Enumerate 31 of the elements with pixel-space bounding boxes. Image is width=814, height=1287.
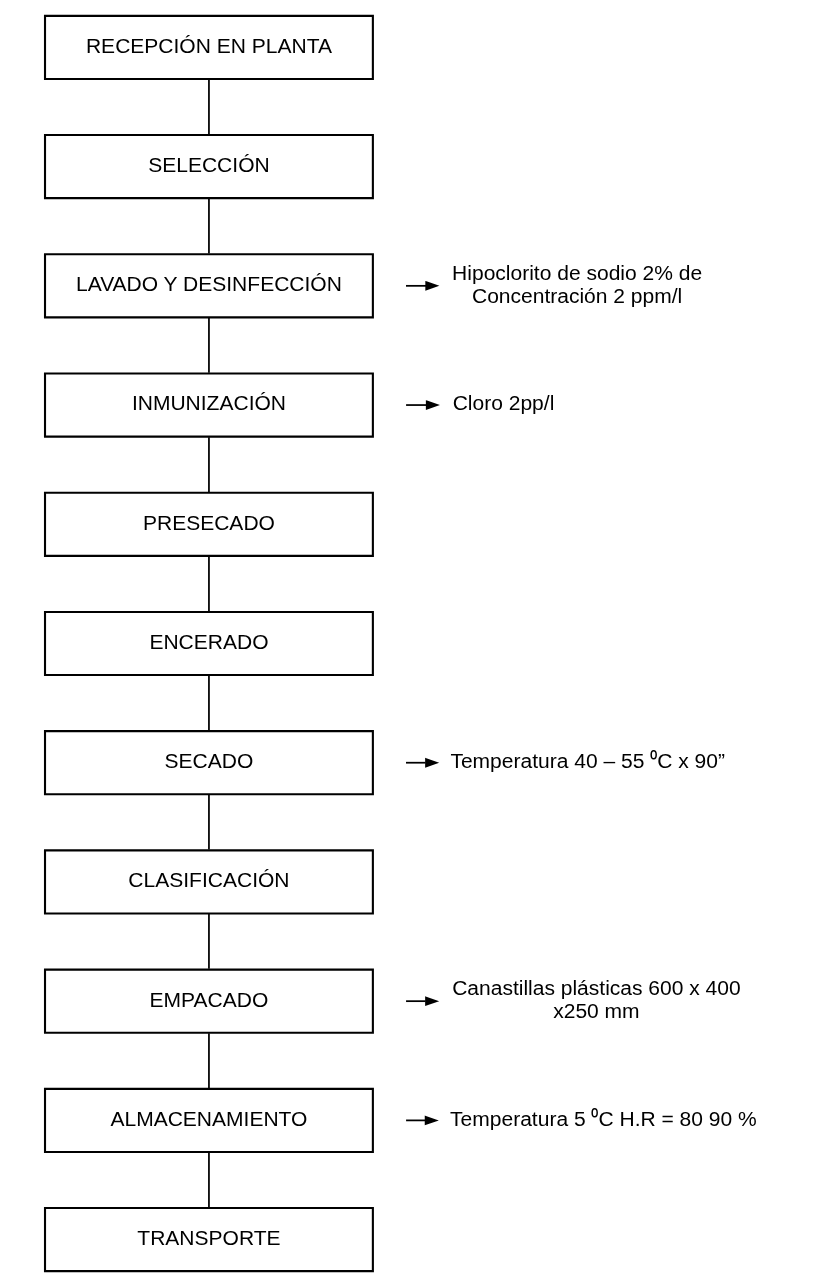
connector: [207, 1032, 210, 1089]
connector: [207, 913, 210, 970]
node-box: LAVADO Y DESINFECCIÓN: [43, 253, 374, 319]
node-box: SELECCIÓN: [43, 134, 374, 200]
node-box: PRESECADO: [43, 491, 374, 557]
node-box: INMUNIZACIÓN: [43, 372, 374, 438]
node-text: Temperatura 5 ⁰C H.R = 80 90 %: [449, 1106, 757, 1130]
node-box: CLASIFICACIÓN: [43, 849, 374, 915]
connector: [207, 436, 210, 493]
node-text: Canastillas plásticas 600 x 400 x250 mm: [451, 976, 741, 1022]
node-box: ENCERADO: [43, 610, 374, 677]
connector: [207, 555, 210, 613]
arrow: [404, 1115, 439, 1126]
arrow: [404, 996, 439, 1007]
connector: [207, 1151, 210, 1209]
node-box: RECEPCIÓN EN PLANTA: [43, 14, 374, 80]
connector: [207, 78, 210, 136]
connector: [207, 197, 210, 255]
connector: [207, 794, 210, 851]
node-box: SECADO: [43, 730, 374, 796]
node-text: Cloro 2pp/l: [452, 391, 554, 415]
node-text: Temperatura 40 – 55 ⁰C x 90”: [449, 749, 725, 773]
connector: [207, 674, 210, 732]
arrow: [404, 400, 440, 410]
node-box: TRANSPORTE: [43, 1207, 374, 1273]
node-box: EMPACADO: [43, 968, 374, 1034]
connector: [207, 317, 210, 374]
node-text: Hipoclorito de sodio 2% de Concentración 2 ppm/l: [451, 260, 702, 307]
arrow: [404, 757, 439, 768]
arrow: [404, 280, 439, 291]
node-box: ALMACENAMIENTO: [43, 1087, 374, 1153]
